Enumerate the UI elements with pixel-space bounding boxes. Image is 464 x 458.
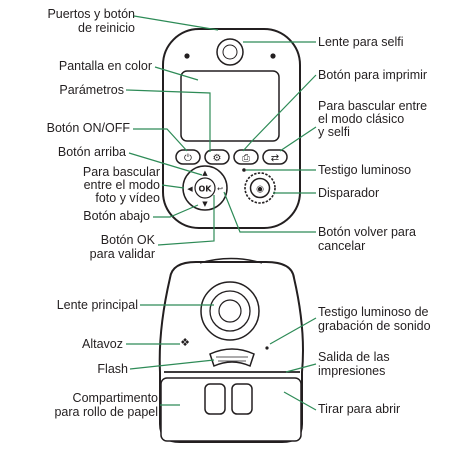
speaker-icon: ❖ bbox=[180, 336, 190, 349]
leader-up bbox=[128, 152, 203, 176]
label-photo-video-line3: foto y vídeo bbox=[95, 191, 160, 205]
label-print-exit-line2: impresiones bbox=[318, 364, 385, 378]
down-arrow-icon[interactable]: ▼ bbox=[202, 200, 208, 208]
back-arrow-icon[interactable]: ↩ bbox=[217, 185, 223, 193]
dpad: OK ▲ ▼ ◀ ↩ bbox=[182, 165, 228, 211]
leader-down bbox=[153, 204, 199, 218]
shutter-dial: ◉ bbox=[244, 172, 276, 204]
label-compartment-line1: Compartimento bbox=[73, 391, 158, 405]
on-off-button[interactable] bbox=[175, 149, 201, 165]
front-camera: ⏻ ⚙ ⎙ ⇄ OK ▲ ▼ ◀ ↩ ◉ bbox=[162, 28, 301, 229]
label-ports-line2: de reinicio bbox=[78, 21, 135, 35]
leader-ok bbox=[157, 195, 215, 246]
label-selfie-mode-line1: Para bascular entre bbox=[318, 99, 427, 113]
leader-ports bbox=[133, 15, 219, 31]
label-flash: Flash bbox=[97, 362, 128, 376]
indicator-light bbox=[242, 168, 246, 172]
front-leader-lines bbox=[125, 15, 317, 246]
back-leader-lines bbox=[126, 304, 317, 411]
port-left bbox=[184, 53, 190, 59]
leader-print bbox=[242, 74, 317, 152]
compartment-latch-right[interactable] bbox=[231, 383, 253, 415]
flash bbox=[209, 348, 255, 368]
label-print-exit-line1: Salida de las bbox=[318, 350, 390, 364]
camera-icon: ◉ bbox=[256, 185, 264, 195]
label-pull-open: Tirar para abrir bbox=[318, 402, 400, 416]
label-parameters: Parámetros bbox=[59, 83, 124, 97]
ok-button[interactable] bbox=[194, 177, 216, 199]
front-buttons-row: ⏻ ⚙ ⎙ ⇄ bbox=[175, 149, 288, 165]
label-up: Botón arriba bbox=[58, 145, 126, 159]
back-camera: ❖ bbox=[158, 257, 304, 443]
compartment-latch-left[interactable] bbox=[204, 383, 226, 415]
printer-icon: ⎙ bbox=[242, 153, 250, 164]
label-indicator: Testigo luminoso bbox=[318, 163, 411, 177]
label-ports-line1: Puertos y botón bbox=[47, 7, 135, 21]
label-selfie-mode-line2: el modo clásico bbox=[318, 112, 404, 126]
label-print: Botón para imprimir bbox=[318, 68, 427, 82]
label-sound-indicator-line1: Testigo luminoso de bbox=[318, 305, 429, 319]
leader-pull-open bbox=[283, 391, 317, 411]
leader-back bbox=[223, 191, 316, 233]
label-shutter: Disparador bbox=[318, 186, 379, 200]
label-screen: Pantalla en color bbox=[59, 59, 152, 73]
label-down: Botón abajo bbox=[83, 209, 150, 223]
label-selfie-mode-line3: y selfi bbox=[318, 125, 350, 139]
up-arrow-icon[interactable]: ▲ bbox=[202, 169, 208, 177]
leader-on-off bbox=[133, 128, 188, 152]
label-ok-line1: Botón OK bbox=[101, 233, 156, 247]
gear-icon: ⚙ bbox=[213, 153, 222, 164]
back-labels: Lente principal Altavoz Flash Compartime… bbox=[54, 298, 430, 419]
ok-button-label: OK bbox=[199, 185, 213, 194]
leader-sound-indicator bbox=[269, 317, 317, 345]
swap-icon: ⇄ bbox=[271, 153, 279, 164]
video-camera-icon[interactable]: ◀ bbox=[187, 185, 193, 193]
print-button[interactable] bbox=[233, 149, 259, 165]
settings-button[interactable] bbox=[204, 149, 230, 165]
label-main-lens: Lente principal bbox=[57, 298, 138, 312]
top-ridge bbox=[199, 257, 263, 264]
label-compartment-line2: para rollo de papel bbox=[54, 405, 158, 419]
front-labels: Puertos y botón de reinicio Pantalla en … bbox=[47, 7, 427, 261]
leader-selfie-mode bbox=[279, 126, 317, 152]
leader-screen bbox=[154, 66, 199, 81]
label-selfie-lens: Lente para selfi bbox=[318, 35, 403, 49]
selfie-mode-button[interactable] bbox=[262, 149, 288, 165]
color-screen bbox=[180, 70, 280, 142]
power-icon: ⏻ bbox=[184, 153, 192, 164]
label-back-line1: Botón volver para bbox=[318, 225, 416, 239]
label-photo-video-line2: entre el modo bbox=[84, 178, 160, 192]
label-speaker: Altavoz bbox=[82, 337, 123, 351]
label-back-line2: cancelar bbox=[318, 239, 365, 253]
selfie-lens-inner bbox=[222, 44, 238, 60]
leader-print-exit bbox=[285, 363, 317, 373]
leader-flash bbox=[129, 359, 215, 370]
label-on-off: Botón ON/OFF bbox=[47, 121, 131, 135]
label-sound-indicator-line2: grabación de sonido bbox=[318, 319, 431, 333]
sound-indicator-light bbox=[265, 346, 269, 350]
paper-compartment[interactable] bbox=[160, 377, 302, 442]
label-ok-line2: para validar bbox=[90, 247, 155, 261]
leader-photo-video bbox=[161, 184, 185, 189]
shutter-button[interactable] bbox=[249, 177, 271, 199]
port-right bbox=[270, 53, 276, 59]
label-photo-video-line1: Para bascular bbox=[83, 165, 160, 179]
leader-parameters bbox=[125, 89, 211, 152]
main-lens bbox=[218, 299, 242, 323]
